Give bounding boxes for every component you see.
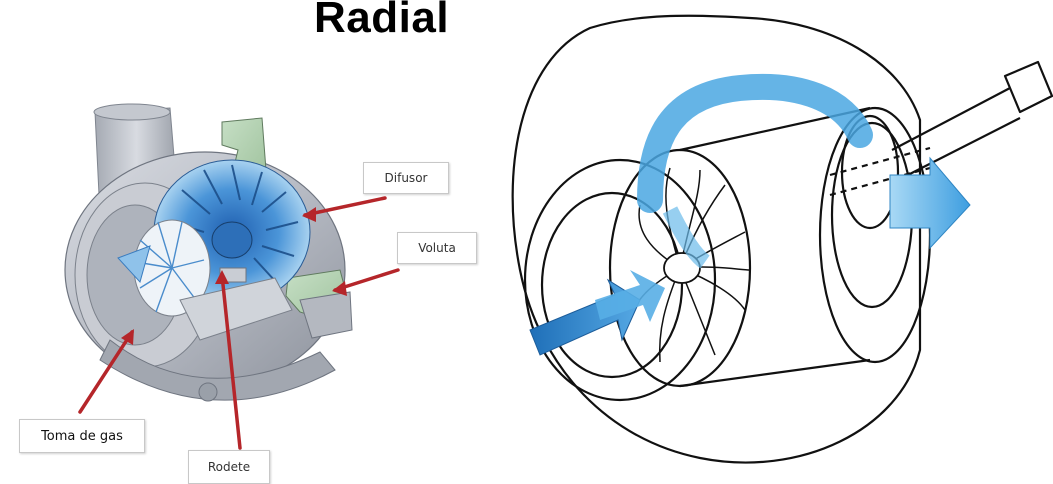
label-difusor: Difusor: [363, 162, 449, 194]
turbine-flow-illustration: [500, 0, 1053, 484]
label-toma-de-gas: Toma de gas: [19, 419, 145, 453]
label-voluta: Voluta: [397, 232, 477, 264]
label-rodete: Rodete: [188, 450, 270, 484]
